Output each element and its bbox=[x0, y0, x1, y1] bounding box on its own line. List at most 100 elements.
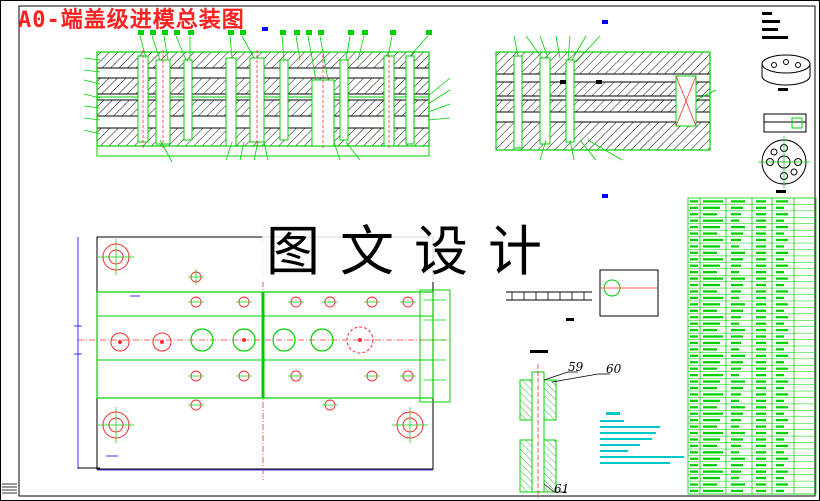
table-entry-mark bbox=[690, 406, 698, 409]
table-entry-mark bbox=[776, 354, 788, 357]
section-markers bbox=[262, 20, 608, 198]
table-entry-mark bbox=[756, 425, 766, 428]
watermark: 图文设计 bbox=[262, 222, 566, 282]
table-entry-mark bbox=[756, 335, 766, 338]
table-entry-mark bbox=[690, 464, 698, 467]
table-entry-mark bbox=[756, 386, 766, 390]
table-entry-mark bbox=[731, 431, 745, 435]
table-entry-mark bbox=[703, 483, 717, 486]
table-entry-mark bbox=[776, 200, 788, 203]
table-entry-mark bbox=[756, 232, 766, 235]
table-entry-mark bbox=[731, 399, 739, 402]
table-entry-mark bbox=[703, 303, 720, 306]
table-entry-mark bbox=[776, 438, 784, 441]
table-entry-mark bbox=[756, 225, 766, 229]
table-entry-mark bbox=[731, 457, 745, 460]
table-entry-mark bbox=[756, 438, 766, 441]
table-entry-mark bbox=[756, 464, 766, 467]
table-entry-mark bbox=[731, 483, 745, 486]
table-entry-mark bbox=[756, 258, 766, 261]
table-entry-mark bbox=[690, 431, 698, 435]
table-entry-mark bbox=[690, 238, 698, 242]
table-entry-mark bbox=[731, 341, 741, 345]
table-entry-mark bbox=[690, 225, 698, 229]
table-entry-mark bbox=[703, 335, 723, 338]
table-entry-mark bbox=[731, 361, 743, 364]
table-entry-mark bbox=[756, 451, 766, 454]
table-entry-mark bbox=[703, 367, 717, 370]
table-entry-mark bbox=[756, 206, 766, 209]
table-entry-mark bbox=[756, 200, 766, 203]
table-entry-mark bbox=[703, 489, 723, 493]
table-entry-mark bbox=[776, 316, 788, 319]
table-entry-mark bbox=[756, 457, 766, 460]
table-entry-mark bbox=[690, 283, 698, 287]
table-entry-mark bbox=[776, 476, 784, 480]
table-entry-mark bbox=[776, 348, 784, 351]
table-entry-mark bbox=[756, 406, 766, 409]
table-entry-mark bbox=[690, 373, 698, 377]
parts-list-entries bbox=[690, 200, 788, 493]
table-entry-mark bbox=[690, 245, 698, 248]
product-isometric bbox=[761, 54, 811, 86]
table-entry-mark bbox=[776, 431, 788, 435]
table-entry-mark bbox=[731, 245, 739, 248]
table-entry-mark bbox=[776, 412, 784, 415]
table-entry-mark bbox=[776, 470, 788, 473]
table-entry-mark bbox=[776, 232, 784, 235]
table-entry-mark bbox=[776, 264, 788, 267]
table-entry-mark bbox=[703, 438, 720, 441]
table-entry-mark bbox=[731, 412, 743, 415]
table-entry-mark bbox=[776, 489, 784, 493]
table-entry-mark bbox=[703, 444, 717, 448]
table-entry-mark bbox=[731, 386, 743, 390]
table-entry-mark bbox=[690, 412, 698, 415]
table-entry-mark bbox=[703, 361, 720, 364]
binding-margin-marks bbox=[2, 483, 17, 494]
table-entry-mark bbox=[731, 238, 741, 242]
table-entry-mark bbox=[703, 225, 720, 229]
table-entry-mark bbox=[703, 451, 723, 454]
table-entry-mark bbox=[756, 245, 766, 248]
table-entry-mark bbox=[756, 489, 766, 493]
table-entry-mark bbox=[731, 322, 739, 325]
table-entry-mark bbox=[731, 303, 745, 306]
table-entry-mark bbox=[731, 470, 741, 473]
table-entry-mark bbox=[731, 476, 739, 480]
product-front-view bbox=[763, 113, 807, 133]
table-entry-mark bbox=[690, 219, 698, 222]
table-entry-mark bbox=[703, 373, 723, 377]
table-entry-mark bbox=[776, 386, 784, 390]
table-entry-mark bbox=[756, 309, 766, 312]
table-entry-mark bbox=[776, 373, 784, 377]
table-entry-mark bbox=[703, 264, 720, 267]
table-entry-mark bbox=[776, 444, 788, 448]
table-entry-mark bbox=[776, 258, 784, 261]
table-entry-mark bbox=[690, 264, 698, 267]
table-entry-mark bbox=[776, 225, 788, 229]
table-entry-mark bbox=[703, 271, 717, 274]
table-entry-mark bbox=[756, 264, 766, 267]
table-entry-mark bbox=[703, 380, 720, 383]
table-entry-mark bbox=[703, 309, 717, 312]
table-entry-mark bbox=[690, 438, 698, 441]
table-entry-mark bbox=[690, 451, 698, 454]
table-entry-mark bbox=[731, 444, 741, 448]
table-entry-mark bbox=[776, 406, 788, 409]
table-entry-mark bbox=[731, 464, 743, 467]
table-entry-mark bbox=[703, 316, 723, 319]
table-entry-mark bbox=[690, 393, 698, 396]
table-entry-mark bbox=[703, 354, 723, 357]
table-entry-mark bbox=[690, 258, 698, 261]
table-entry-mark bbox=[690, 367, 698, 370]
part-sketches bbox=[758, 12, 811, 193]
table-entry-mark bbox=[776, 245, 784, 248]
table-entry-mark bbox=[690, 316, 698, 319]
table-entry-mark bbox=[690, 309, 698, 312]
table-entry-mark bbox=[731, 354, 745, 357]
table-entry-mark bbox=[776, 328, 788, 332]
table-entry-mark bbox=[703, 328, 717, 332]
table-entry-mark bbox=[731, 206, 743, 209]
table-entry-mark bbox=[690, 457, 698, 460]
